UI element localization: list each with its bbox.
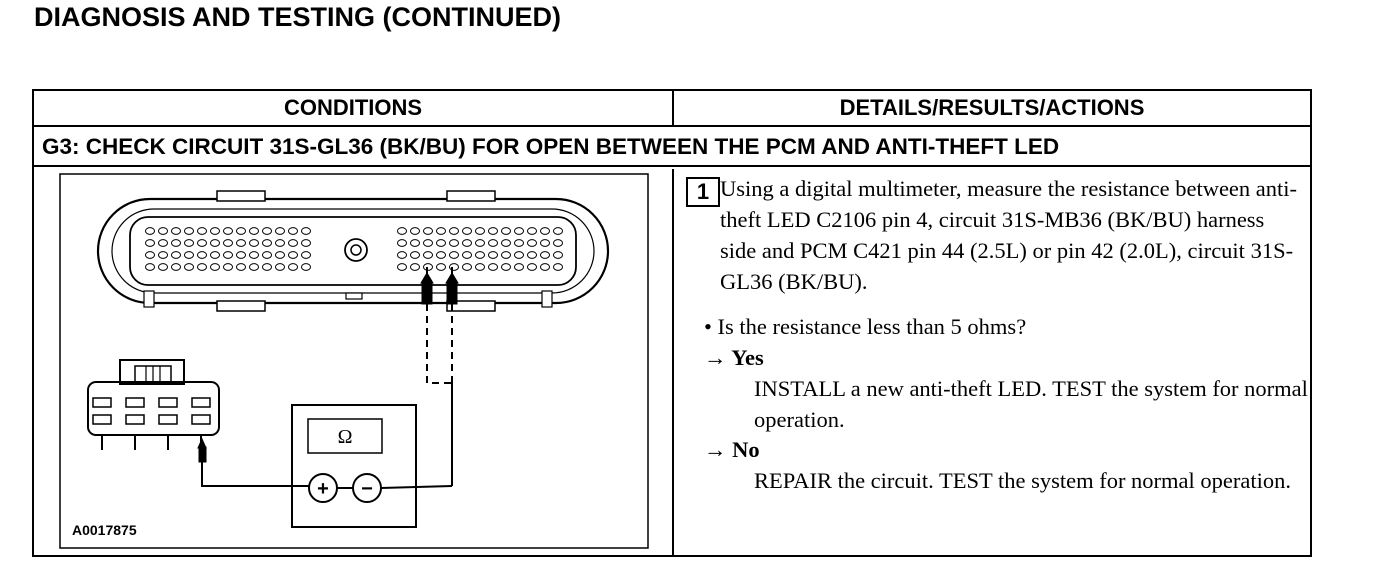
figure-frame [59, 173, 649, 549]
table-header-row: CONDITIONS DETAILS/RESULTS/ACTIONS [34, 91, 1310, 127]
figure-id: A0017875 [72, 522, 137, 538]
diagnostic-table: CONDITIONS DETAILS/RESULTS/ACTIONS G3: C… [32, 89, 1312, 557]
yes-action: INSTALL a new anti-theft LED. TEST the s… [754, 376, 1308, 432]
pin-grid-left [145, 227, 311, 271]
led-probe [197, 437, 309, 487]
header-details-results-actions: DETAILS/RESULTS/ACTIONS [839, 95, 1145, 120]
step-instruction: Using a digital multimeter, measure the … [720, 176, 1298, 294]
page-title: DIAGNOSIS AND TESTING (CONTINUED) [34, 2, 562, 32]
step-number: 1 [686, 177, 720, 207]
step-title: G3: CHECK CIRCUIT 31S-GL36 (BK/BU) FOR O… [34, 127, 1310, 167]
pcm-probes [420, 267, 459, 486]
anti-theft-led-connector [87, 359, 220, 450]
yes-label: → Yes [704, 345, 764, 370]
pin-grid-right [398, 228, 563, 271]
pcm-connector [96, 190, 610, 312]
header-conditions: CONDITIONS [34, 91, 674, 125]
actions-cell: 1 Using a digital multimeter, measure th… [674, 169, 1310, 555]
step-question: • Is the resistance less than 5 ohms? [704, 314, 1027, 339]
multimeter [291, 404, 453, 528]
plus-terminal-label: + [317, 478, 329, 500]
no-label: → No [704, 437, 760, 462]
wiring-diagram: Ω + − A0017875 [59, 173, 649, 549]
no-action: REPAIR the circuit. TEST the system for … [754, 468, 1292, 493]
conditions-cell: Ω + − A0017875 [34, 169, 674, 555]
minus-terminal-label: − [361, 478, 373, 500]
ohm-symbol: Ω [338, 426, 353, 448]
